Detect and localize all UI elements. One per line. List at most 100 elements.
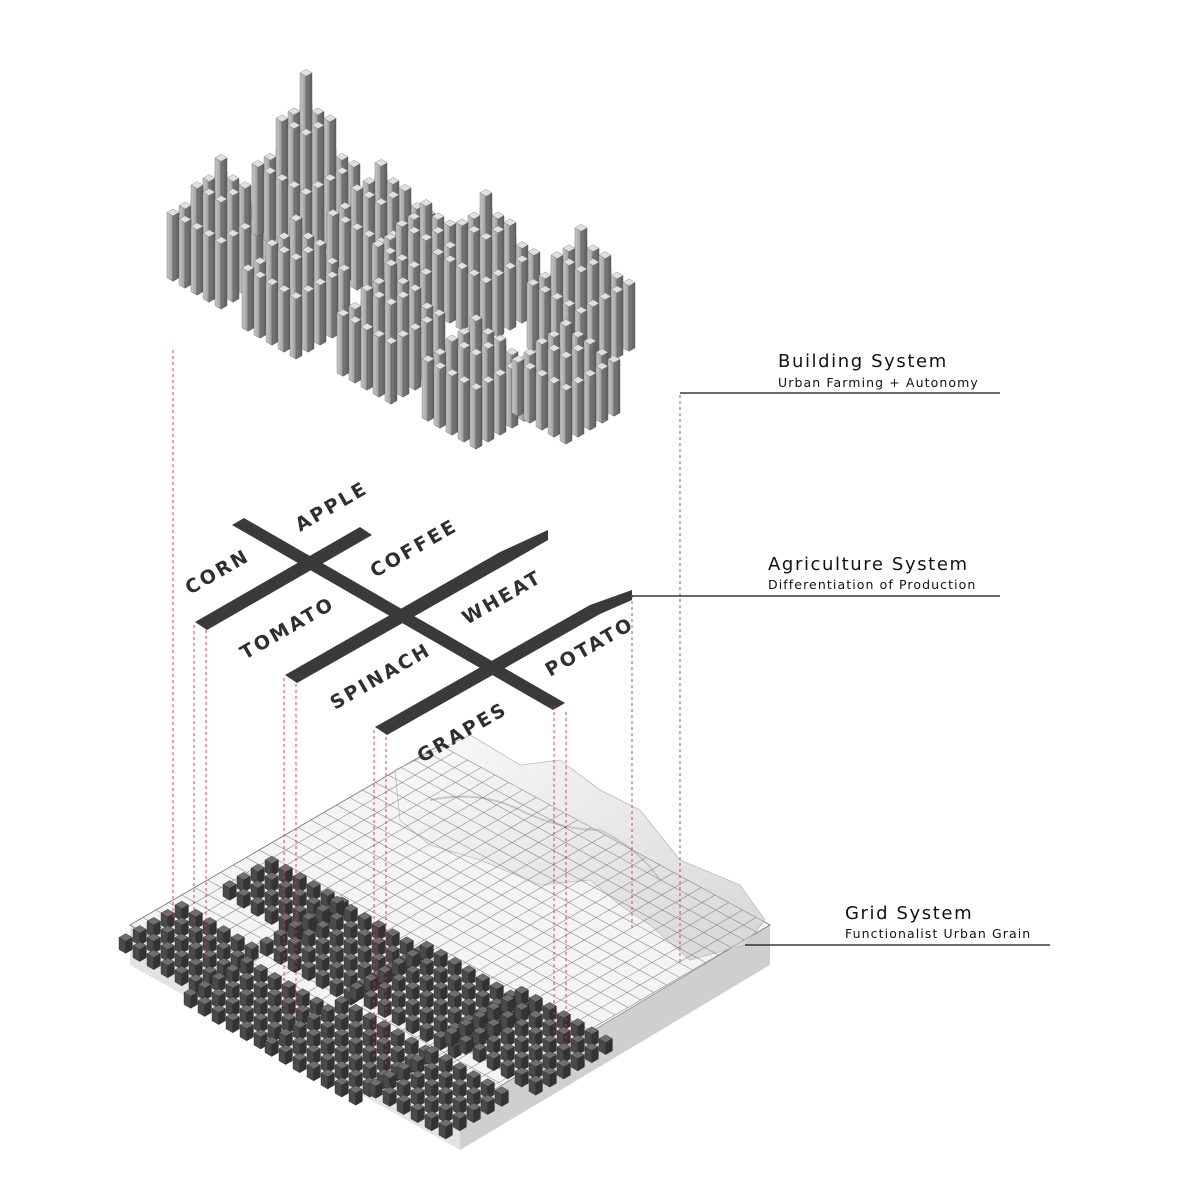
crop-label-corn: CORN: [182, 545, 254, 599]
tower-face: [422, 359, 428, 422]
tower-side: [428, 359, 434, 422]
tower-side: [554, 380, 560, 437]
tower-side: [450, 259, 456, 323]
tower-face: [385, 341, 391, 404]
tower-side: [590, 373, 596, 430]
tower-side: [260, 275, 266, 338]
tower-side: [197, 226, 203, 295]
crop-label-potato: POTATO: [542, 613, 639, 682]
tower-side: [578, 380, 584, 437]
tower-face: [608, 359, 614, 416]
tower-side: [391, 341, 397, 404]
grid-system-title: Grid System: [845, 903, 973, 924]
tower-face: [349, 320, 355, 383]
tower-face: [227, 233, 233, 302]
tower-side: [518, 359, 524, 416]
tower-side: [510, 266, 516, 330]
tower-side: [248, 268, 254, 331]
tower-side: [498, 273, 504, 337]
tower-side: [272, 282, 278, 345]
tower-side: [440, 366, 446, 429]
tower-face: [302, 289, 308, 352]
tower-side: [233, 233, 239, 302]
tower-side: [530, 366, 536, 423]
tower-face: [179, 219, 185, 288]
tower-face: [548, 380, 554, 437]
tower-face: [516, 259, 522, 323]
tower-face: [536, 373, 542, 430]
tower-side: [403, 334, 409, 397]
tower-side: [308, 289, 314, 352]
tower-face: [373, 334, 379, 397]
tower-side: [258, 164, 264, 237]
tower-side: [343, 313, 349, 376]
tower-face: [446, 373, 452, 436]
tower-face: [254, 275, 260, 338]
tower-face: [623, 282, 629, 351]
tower-side: [464, 380, 470, 443]
tower-side: [296, 296, 302, 359]
tower-face: [337, 313, 343, 376]
tower-face: [314, 282, 320, 345]
tower-face: [506, 366, 512, 429]
tower-face: [203, 233, 209, 302]
tower-face: [252, 164, 258, 237]
tower-side: [379, 334, 385, 397]
tower-side: [614, 359, 620, 416]
tower-side: [542, 373, 548, 430]
tower-side: [355, 320, 361, 383]
tower-face: [494, 373, 500, 436]
tower-face: [278, 289, 284, 352]
tower-face: [560, 387, 566, 444]
tower-face: [215, 240, 221, 309]
tower-side: [617, 289, 623, 358]
building-system-title: Building System: [778, 351, 948, 372]
tower-side: [500, 373, 506, 436]
tower-side: [629, 282, 635, 351]
grid-system-layer: [119, 735, 770, 1150]
tower-face: [434, 366, 440, 429]
tower-side: [566, 387, 572, 444]
tower-face: [264, 171, 270, 244]
tower-side: [284, 289, 290, 352]
tower-face: [584, 373, 590, 430]
tower-face: [242, 268, 248, 331]
tower-face: [326, 275, 332, 338]
tower-side: [415, 327, 421, 390]
crop-label-coffee: COFFEE: [367, 515, 462, 583]
tower-face: [266, 282, 272, 345]
tower-face: [290, 296, 296, 359]
tower-side: [488, 380, 494, 443]
tower-side: [270, 171, 276, 244]
tower-face: [611, 289, 617, 358]
tower-face: [492, 273, 498, 337]
tower-side: [367, 327, 373, 390]
tower-side: [209, 233, 215, 302]
building-system-towers: [167, 69, 635, 449]
tower-face: [456, 266, 462, 330]
building-system-subtitle: Urban Farming + Autonomy: [778, 375, 979, 390]
tower-face: [527, 282, 533, 351]
tower-face: [572, 380, 578, 437]
tower-face: [524, 366, 530, 423]
tower-side: [320, 282, 326, 345]
tower-face: [458, 380, 464, 443]
tower-side: [452, 373, 458, 436]
tower-side: [462, 266, 468, 330]
agriculture-system-title: Agriculture System: [768, 554, 969, 575]
tower-face: [361, 327, 367, 390]
tower-face: [167, 212, 173, 281]
tower-face: [191, 226, 197, 295]
tower-face: [482, 380, 488, 443]
tower-side: [185, 219, 191, 288]
tower-face: [351, 227, 357, 290]
tower-side: [357, 227, 363, 290]
tower-side: [438, 252, 444, 316]
grid-system-subtitle: Functionalist Urban Grain: [845, 926, 1031, 941]
tower-face: [409, 327, 415, 390]
system-labels: Building System Urban Farming + Autonomy…: [632, 351, 1050, 945]
tower-side: [602, 366, 608, 423]
tower-face: [512, 359, 518, 416]
tower-face: [596, 366, 602, 423]
tower-face: [470, 387, 476, 450]
